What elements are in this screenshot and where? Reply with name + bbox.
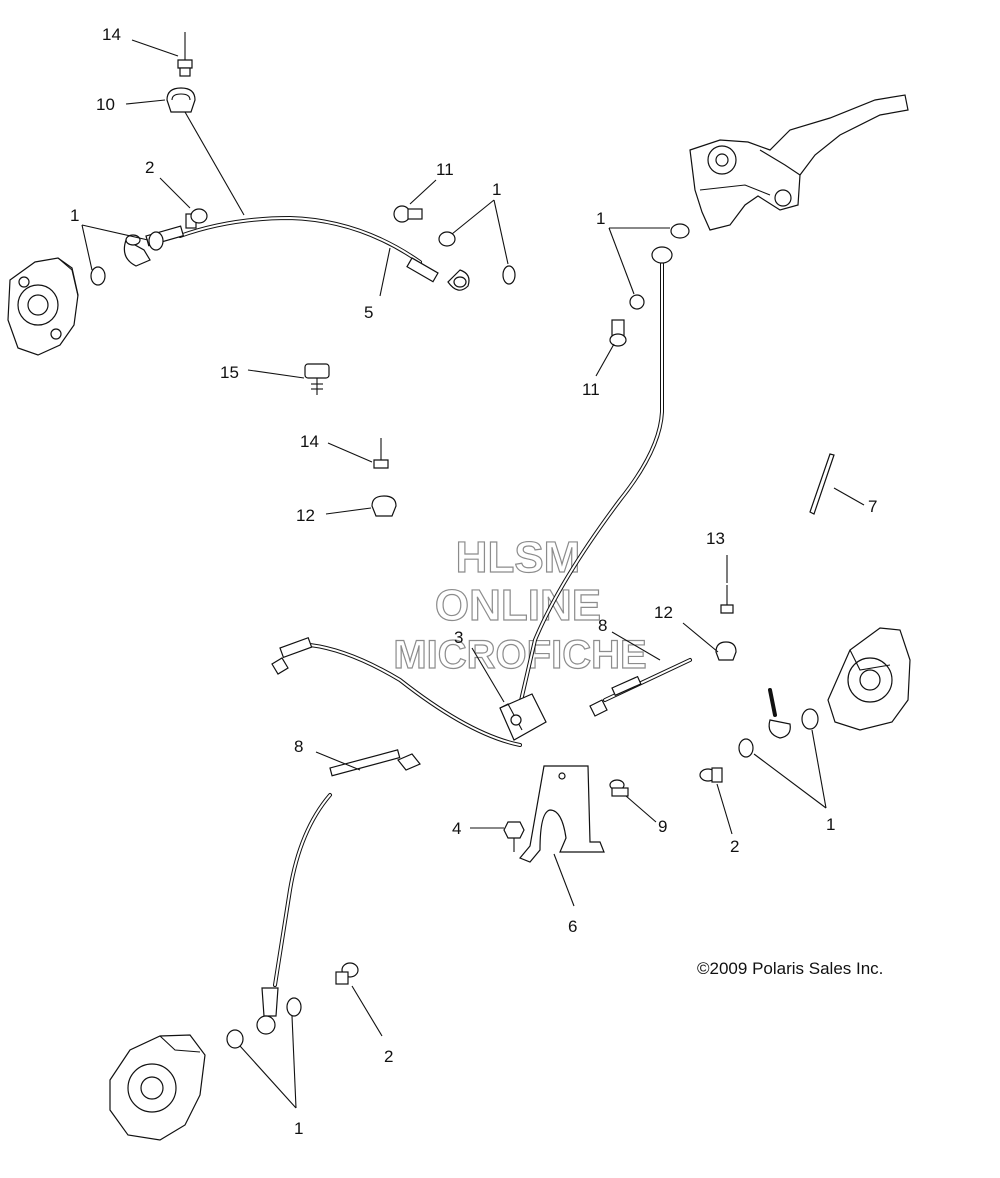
master-cylinder-lever xyxy=(689,94,909,231)
hose-right-caliper xyxy=(768,688,791,739)
callout-11-lower: 11 xyxy=(582,380,600,399)
brake-hose-front-left xyxy=(123,215,470,291)
callout-1-upper-mid: 1 xyxy=(492,180,501,199)
banjo-bolt-2c xyxy=(335,962,359,985)
callouts: 14 10 2 1 5 11 1 1 11 15 14 12 7 13 12 3… xyxy=(70,25,877,1138)
callout-15: 15 xyxy=(220,363,239,382)
washer-icon xyxy=(670,223,690,239)
washer-icon xyxy=(801,708,819,730)
watermark: HLSM ONLINE MICROFICHE xyxy=(393,532,648,677)
washer-icon xyxy=(90,266,106,286)
clamp-12a xyxy=(371,495,397,517)
bracket-6 xyxy=(519,765,605,863)
washer-icon xyxy=(226,1029,244,1049)
callout-12-right: 12 xyxy=(654,603,673,622)
clamp-12b xyxy=(715,641,737,661)
washer-icon xyxy=(286,997,302,1017)
watermark-line-1: HLSM xyxy=(456,533,581,582)
callout-7: 7 xyxy=(868,497,877,516)
washers-upper-left xyxy=(90,231,516,286)
callout-8-left: 8 xyxy=(294,737,303,756)
washer-icon xyxy=(438,231,456,247)
brake-hose-8-right xyxy=(589,658,692,717)
copyright-notice: ©2009 Polaris Sales Inc. xyxy=(697,959,883,978)
callout-10: 10 xyxy=(96,95,115,114)
callout-13: 13 xyxy=(706,529,725,548)
leader-lines xyxy=(81,39,865,1109)
callout-12-left: 12 xyxy=(296,506,315,525)
brake-hose-8-left xyxy=(256,749,421,1035)
washer-icon xyxy=(629,294,645,310)
callout-9: 9 xyxy=(658,817,667,836)
callout-14-mid: 14 xyxy=(300,432,319,451)
callout-2-right: 2 xyxy=(730,837,739,856)
bolt-11a xyxy=(393,205,423,223)
washers-master xyxy=(629,223,690,310)
callout-1-master: 1 xyxy=(596,209,605,228)
front-left-caliper xyxy=(7,257,79,356)
callout-2-lower: 2 xyxy=(384,1047,393,1066)
front-right-caliper xyxy=(827,627,911,731)
callout-4: 4 xyxy=(452,819,461,838)
washer-icon xyxy=(148,231,164,251)
callout-2-upper: 2 xyxy=(145,158,154,177)
bolt-11b xyxy=(609,319,627,347)
callout-14-top: 14 xyxy=(102,25,121,44)
screw-14a xyxy=(177,32,193,77)
clip-15 xyxy=(304,363,330,395)
cable-tie-7 xyxy=(809,453,835,515)
banjo-bolt-2b xyxy=(699,767,723,783)
callout-6: 6 xyxy=(568,917,577,936)
callout-1-lower: 1 xyxy=(294,1119,303,1138)
screw-14b xyxy=(373,438,389,469)
callout-5: 5 xyxy=(364,303,373,322)
washers-right xyxy=(738,708,819,758)
clamp-10 xyxy=(166,87,196,113)
rear-caliper xyxy=(109,1034,206,1141)
callout-3: 3 xyxy=(454,628,463,647)
callout-8-right: 8 xyxy=(598,616,607,635)
callout-1-upper-left: 1 xyxy=(70,206,79,225)
banjo-bolt-2a xyxy=(185,208,208,229)
screw-13 xyxy=(720,585,734,614)
bolt-4 xyxy=(503,821,525,852)
watermark-line-3: MICROFICHE xyxy=(393,633,646,677)
watermark-line-2: ONLINE xyxy=(435,581,601,630)
callout-1-right: 1 xyxy=(826,815,835,834)
distribution-block xyxy=(271,636,547,747)
callout-11-upper: 11 xyxy=(436,160,454,179)
washer-icon xyxy=(502,265,516,285)
brake-line-master xyxy=(518,246,673,707)
washers-lower xyxy=(226,997,302,1049)
washer-icon xyxy=(738,738,754,758)
bolt-9 xyxy=(609,779,629,797)
